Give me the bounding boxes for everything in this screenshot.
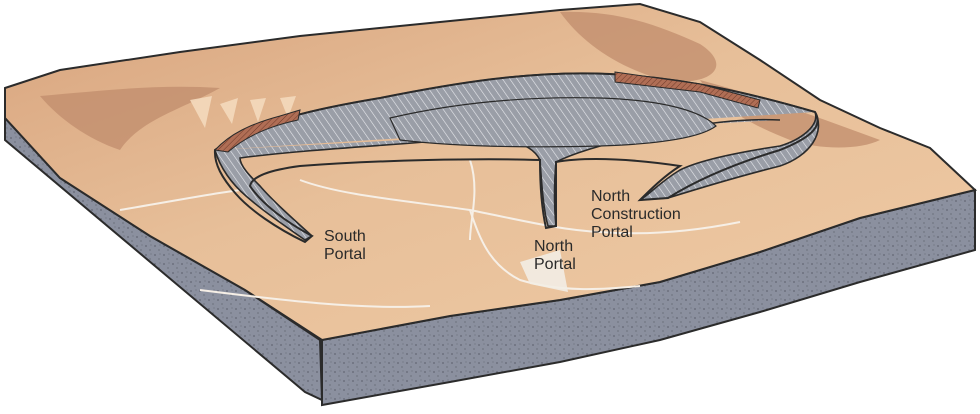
repository-outline xyxy=(213,72,819,244)
south-portal-label-line-2: Portal xyxy=(324,246,366,263)
north-construction-portal-label-line-3: Portal xyxy=(591,224,633,241)
south-portal-label-line-1: South xyxy=(324,228,366,245)
south-portal-label: South Portal xyxy=(324,228,366,264)
roads xyxy=(119,159,741,308)
north-portal-pad xyxy=(520,250,568,292)
north-portal-label-line-1: North xyxy=(534,238,574,255)
north-portal-label: North Portal xyxy=(534,238,576,274)
ramp-rim-red xyxy=(213,71,761,153)
north-construction-portal-label-line-2: Construction xyxy=(591,206,681,223)
north-construction-portal-label: North Construction Portal xyxy=(591,188,681,242)
terrain-ridges xyxy=(190,96,296,128)
terrain-shading xyxy=(40,11,880,151)
central-block xyxy=(389,97,717,148)
north-portal-label-line-2: Portal xyxy=(534,256,576,273)
north-construction-portal-label-line-1: North xyxy=(591,188,631,205)
terrain-surface xyxy=(4,2,978,342)
